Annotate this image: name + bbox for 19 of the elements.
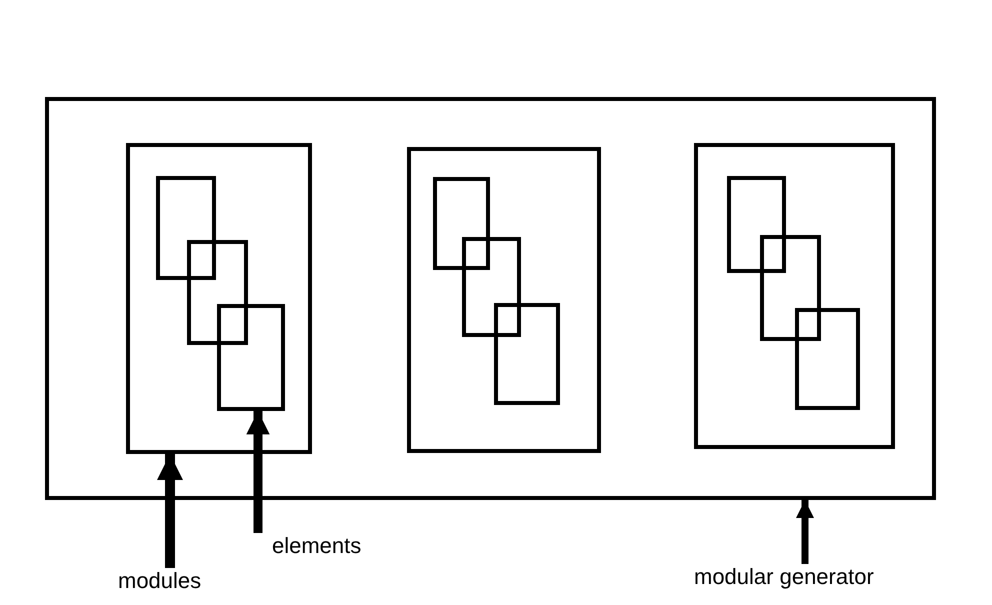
element-frame bbox=[727, 176, 786, 273]
callout-label: modules bbox=[118, 568, 202, 594]
element-frame bbox=[795, 308, 860, 410]
element-frame bbox=[217, 304, 285, 411]
leader-arrow bbox=[157, 454, 183, 568]
element-frame bbox=[433, 177, 490, 270]
callout-label: modular generator bbox=[694, 564, 874, 590]
element-frame bbox=[494, 303, 560, 405]
element-frame bbox=[760, 235, 821, 341]
module-frame bbox=[694, 143, 895, 449]
leader-arrow bbox=[246, 411, 270, 533]
module-frame bbox=[407, 147, 601, 453]
callout-label: elements bbox=[250, 533, 362, 559]
element-frame bbox=[187, 240, 248, 345]
leader-arrow bbox=[796, 500, 814, 564]
outer-frame bbox=[45, 97, 936, 500]
element-frame bbox=[156, 176, 216, 280]
module-frame bbox=[126, 143, 312, 454]
element-frame bbox=[462, 237, 521, 337]
